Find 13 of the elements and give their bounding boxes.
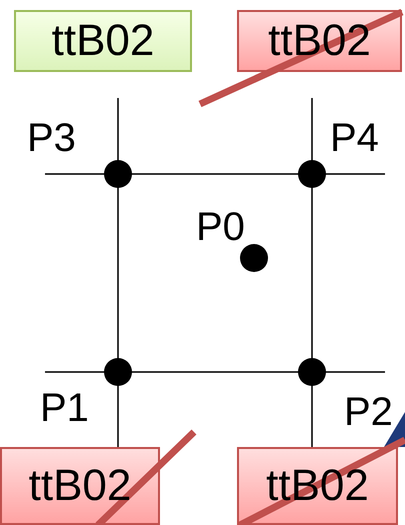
label-box (237, 10, 402, 72)
point-label: P0 (196, 207, 245, 247)
box-label: ttB02 (268, 19, 371, 63)
point-label: P3 (27, 118, 76, 158)
label-box (0, 447, 160, 525)
point-label: P2 (344, 392, 393, 432)
point-label: P4 (330, 118, 379, 158)
box-label: ttB02 (52, 19, 154, 63)
label-box (237, 447, 398, 525)
box-label: ttB02 (28, 464, 132, 508)
box-label: ttB02 (266, 464, 369, 508)
label-box (14, 10, 192, 72)
point-label: P1 (40, 388, 89, 428)
